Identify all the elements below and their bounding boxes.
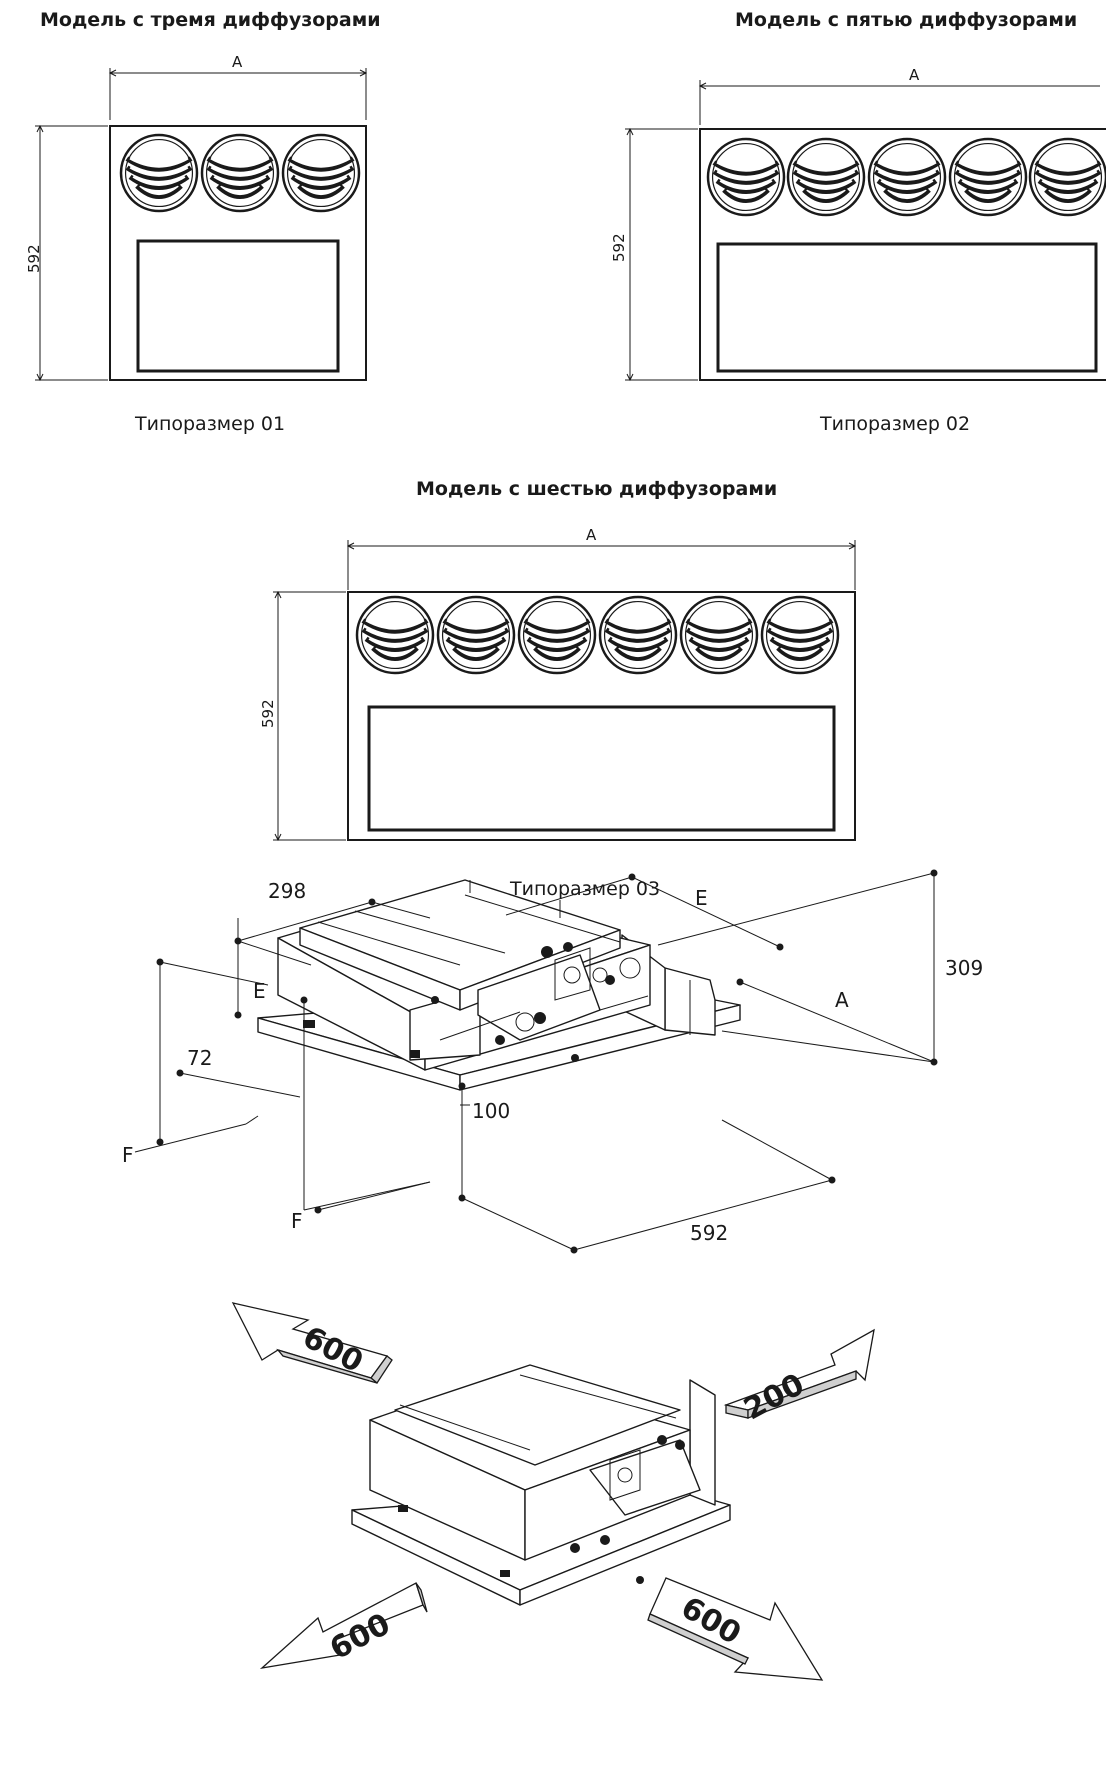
clearance-arrow-back-left: 600 — [231, 1302, 393, 1384]
caption-size-03: Типоразмер 03 — [510, 878, 661, 900]
diffusers-row-02 — [706, 137, 1106, 217]
diffuser-icon — [867, 137, 947, 217]
unit-housing — [257, 879, 741, 1091]
dimension-f-left-label: F — [122, 1143, 134, 1167]
dimension-592-label: 592 — [259, 699, 277, 728]
diffuser-icon — [355, 595, 435, 675]
diffusers-row-03 — [355, 595, 840, 675]
dimension-a-label: A — [232, 53, 243, 71]
dimension-e-top-label: E — [695, 886, 708, 910]
dimension-592-label: 592 — [25, 244, 43, 273]
heading-five-diffusers: Модель с пятью диффузорами — [735, 9, 1078, 31]
dimension-a-label: A — [586, 526, 597, 544]
dimension-a-label: A — [835, 988, 849, 1012]
diffuser-icon — [706, 137, 786, 217]
clearance-back-right-label: 200 — [738, 1367, 810, 1427]
diffuser-icon — [679, 595, 759, 675]
dimension-e-left-label: E — [253, 979, 266, 1003]
diffuser-icon — [786, 137, 866, 217]
dimension-592-label: 592 — [690, 1221, 728, 1245]
dimension-a-label: A — [909, 66, 920, 84]
diffuser-icon — [436, 595, 516, 675]
dimension-592-label: 592 — [610, 233, 628, 262]
dimension-309-label: 309 — [945, 956, 983, 980]
dimension-72-label: 72 — [187, 1046, 212, 1070]
heading-three-diffusers: Модель с тремя диффузорами — [40, 9, 381, 31]
diffusers-row-01 — [119, 133, 361, 213]
caption-size-01: Типоразмер 01 — [135, 413, 286, 435]
diffuser-icon — [119, 133, 199, 213]
dimension-f-bottom-label: F — [291, 1209, 303, 1233]
diffuser-icon — [200, 133, 280, 213]
clearance-arrow-front-left: 600 — [259, 1582, 428, 1670]
diffuser-icon — [948, 137, 1028, 217]
dimension-298-label: 298 — [268, 879, 306, 903]
clearance-arrow-front-right: 600 — [647, 1577, 824, 1681]
dimension-100-label: 100 — [472, 1099, 510, 1123]
clearance-arrow-back-right: 200 — [723, 1328, 875, 1427]
heading-six-diffusers: Модель с шестью диффузорами — [416, 478, 778, 500]
diffuser-icon — [1028, 137, 1106, 217]
unit-housing — [351, 1364, 731, 1606]
diffuser-icon — [281, 133, 361, 213]
caption-size-02: Типоразмер 02 — [820, 413, 971, 435]
diffuser-icon — [598, 595, 678, 675]
diffuser-icon — [760, 595, 840, 675]
diffuser-icon — [517, 595, 597, 675]
